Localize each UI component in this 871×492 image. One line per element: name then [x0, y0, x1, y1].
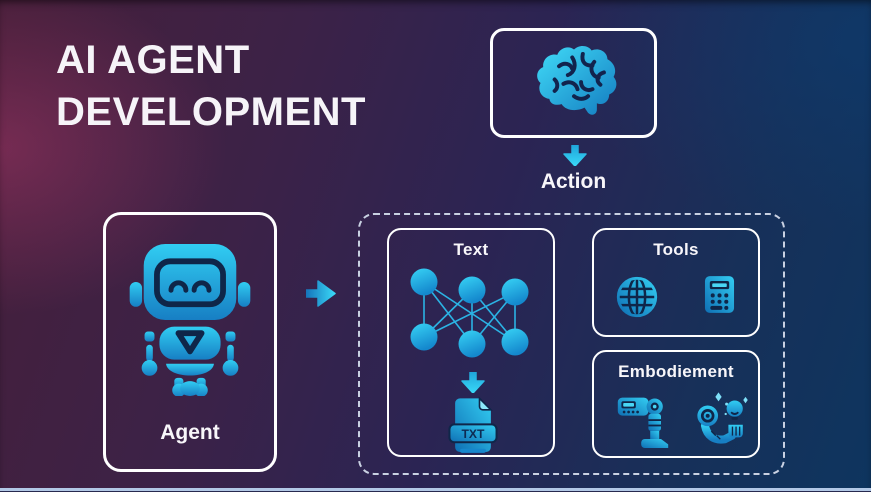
brain-icon: [536, 46, 616, 115]
agent-label: Agent: [160, 421, 220, 444]
page-title-line2: DEVELOPMENT: [56, 90, 366, 134]
agent-card: Agent: [103, 212, 277, 472]
right-arrow-icon: [306, 280, 336, 307]
robot-icon: [129, 243, 251, 396]
robot-arm-lightbulb-icon: [697, 392, 748, 444]
bottom-edge-strip: [0, 488, 871, 492]
txt-file-icon: TXT: [448, 396, 498, 453]
page-title: AI AGENT DEVELOPMENT: [56, 34, 366, 138]
robot-leg-icon: [617, 397, 669, 448]
text-card-label: Text: [453, 240, 489, 259]
text-card: Text TXT: [387, 228, 555, 457]
down-arrow-icon: [563, 145, 587, 166]
embodiment-card: Embodiement: [592, 350, 760, 458]
action-label: Action: [540, 170, 607, 193]
calculator-icon: [704, 276, 735, 313]
brain-card: [490, 28, 657, 138]
tools-card-label: Tools: [653, 240, 699, 259]
tools-card: Tools: [592, 228, 760, 337]
embodiment-card-label: Embodiement: [618, 362, 734, 381]
down-arrow-icon: [461, 372, 485, 393]
neural-network-icon: [410, 268, 529, 358]
output-group-dashed-container: [358, 213, 785, 475]
txt-badge: TXT: [462, 427, 486, 441]
page-title-line1: AI AGENT: [56, 38, 250, 82]
globe-icon: [616, 276, 658, 318]
